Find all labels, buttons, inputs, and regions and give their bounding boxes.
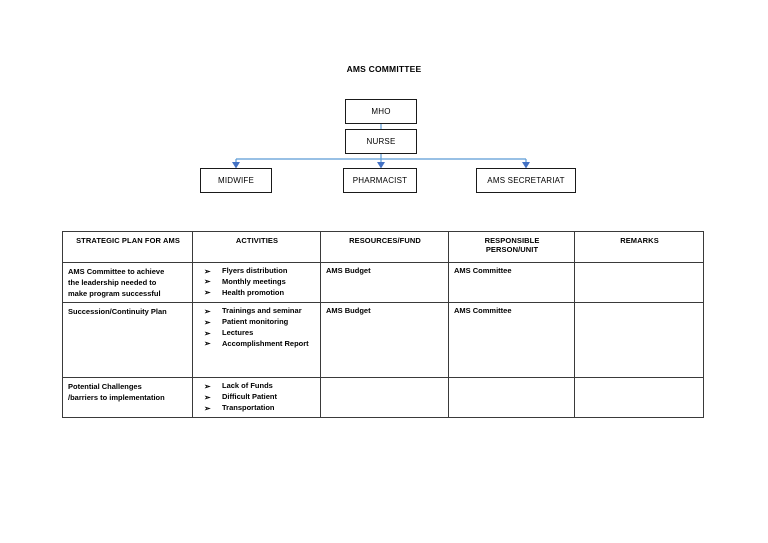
activity-label: Trainings and seminar (222, 306, 302, 316)
list-item: ➢ Transportation (200, 403, 316, 414)
activity-label: Health promotion (222, 287, 285, 297)
arrow-bullet-icon: ➢ (204, 306, 211, 316)
list-item: ➢ Monthly meetings (200, 277, 316, 288)
cell-strategic-plan: Potential Challenges/barriers to impleme… (62, 377, 193, 418)
arrow-bullet-icon: ➢ (204, 317, 211, 327)
strategic-plan-text: AMS Committee to achieve the leadership n… (68, 266, 188, 299)
cell-strategic-plan: AMS Committee to achieve the leadership n… (62, 261, 193, 304)
cell-responsible-person-unit (448, 377, 575, 418)
table-header-row: STRATEGIC PLAN FOR AMS ACTIVITIES RESOUR… (62, 231, 704, 263)
cell-responsible-person-unit: AMS Committee (448, 302, 575, 379)
column-header-responsible-person-unit: RESPONSIBLE PERSON/UNIT (448, 231, 575, 263)
cell-responsible-person-unit: AMS Committee (448, 261, 575, 304)
plan-line: make program successful (68, 289, 161, 299)
org-chart: AMS COMMITTEE MHO NURSE MIDWIFE PHARMACI… (0, 0, 768, 215)
list-item: ➢ Accomplishment Report (200, 339, 316, 350)
org-node-mho: MHO (345, 99, 417, 124)
list-item: ➢ Difficult Patient (200, 392, 316, 403)
activity-label: Flyers distribution (222, 266, 288, 275)
org-node-pharmacist: PHARMACIST (343, 168, 417, 193)
list-item: ➢ Health promotion (200, 288, 316, 299)
cell-resources-fund: AMS Budget (320, 261, 449, 304)
cell-remarks (574, 261, 704, 304)
column-header-remarks: REMARKS (574, 231, 704, 263)
org-node-midwife-label: MIDWIFE (217, 176, 255, 185)
org-node-nurse-label: NURSE (366, 137, 396, 146)
cell-responsible-person-unit-text: AMS Committee (454, 306, 512, 316)
activity-label: Transportation (222, 403, 275, 413)
activity-label: Accomplishment Report (222, 338, 309, 348)
cell-activities: ➢ Flyers distribution ➢ Monthly meetings ➢ He… (192, 261, 321, 304)
plan-line: the leadership needed to (68, 278, 157, 288)
arrowhead-secretariat-icon (522, 162, 530, 169)
cell-responsible-person-unit-text: AMS Committee (454, 266, 512, 275)
cell-resources-fund: AMS Budget (320, 302, 449, 379)
arrow-bullet-icon: ➢ (204, 328, 211, 338)
activity-label: Lack of Funds (222, 381, 273, 391)
column-header-resources-fund: RESOURCES/FUND (320, 231, 449, 263)
cell-activities: ➢ Lack of Funds ➢ Difficult Patient ➢ Transpo… (192, 377, 321, 418)
cell-activities: ➢ Trainings and seminar ➢ Patient monitorin… (192, 302, 321, 379)
cell-resources-fund-text: AMS Budget (326, 266, 371, 275)
responsible-header-line-1: RESPONSIBLE (484, 236, 540, 245)
org-node-ams-secretariat: AMS SECRETARIAT (476, 168, 576, 193)
arrowhead-midwife-icon (232, 162, 240, 169)
org-node-ams-secretariat-label: AMS SECRETARIAT (487, 176, 565, 185)
plan-line: Potential Challenges (68, 382, 142, 392)
activity-label: Patient monitoring (222, 317, 289, 327)
arrow-bullet-icon: ➢ (204, 288, 211, 298)
activity-label: Lectures (222, 328, 254, 338)
list-item: ➢ Lack of Funds (200, 381, 316, 392)
org-node-midwife: MIDWIFE (200, 168, 272, 193)
activity-label: Monthly meetings (222, 276, 286, 286)
list-item: ➢ Flyers distribution (200, 266, 316, 277)
cell-remarks (574, 377, 704, 418)
activity-label: Difficult Patient (222, 392, 278, 402)
arrow-bullet-icon: ➢ (204, 339, 211, 349)
cell-remarks (574, 302, 704, 379)
arrowhead-pharmacist-icon (377, 162, 385, 169)
responsible-header-line-2: PERSON/UNIT (485, 245, 539, 254)
cell-resources-fund (320, 377, 449, 418)
arrow-bullet-icon: ➢ (204, 277, 211, 287)
org-node-nurse: NURSE (345, 129, 417, 154)
cell-resources-fund-text: AMS Budget (326, 306, 371, 316)
activities-list: ➢ Trainings and seminar ➢ Patient monitorin… (198, 306, 316, 350)
table-body: AMS Committee to achieve the leadership n… (62, 261, 704, 418)
column-header-activities: ACTIVITIES (192, 231, 321, 263)
table-row: Potential Challenges/barriers to impleme… (62, 377, 704, 418)
list-item: ➢ Patient monitoring (200, 317, 316, 328)
activities-list: ➢ Flyers distribution ➢ Monthly meetings ➢ He… (198, 266, 316, 299)
plan-line: AMS Committee to achieve (68, 267, 165, 276)
strategic-plan-text: Potential Challenges/barriers to impleme… (68, 381, 188, 403)
table-row: AMS Committee to achieve the leadership n… (62, 261, 704, 304)
arrow-bullet-icon: ➢ (204, 381, 211, 391)
org-node-pharmacist-label: PHARMACIST (352, 176, 408, 185)
column-header-strategic-plan: STRATEGIC PLAN FOR AMS (62, 231, 193, 263)
arrow-bullet-icon: ➢ (204, 392, 211, 402)
cell-strategic-plan: Succession/Continuity Plan (62, 302, 193, 379)
plan-line: /barriers to implementation (68, 393, 165, 403)
activities-list: ➢ Lack of Funds ➢ Difficult Patient ➢ Transpo… (198, 381, 316, 414)
strategic-plan-table: STRATEGIC PLAN FOR AMS ACTIVITIES RESOUR… (62, 231, 704, 418)
table-row: Succession/Continuity Plan ➢ Trainings and… (62, 302, 704, 379)
list-item: ➢ Lectures (200, 328, 316, 339)
org-node-mho-label: MHO (371, 107, 391, 116)
list-item: ➢ Trainings and seminar (200, 306, 316, 317)
arrow-bullet-icon: ➢ (204, 403, 211, 413)
plan-line: Succession/Continuity Plan (68, 307, 167, 317)
strategic-plan-text: Succession/Continuity Plan (68, 306, 188, 317)
chart-title: AMS COMMITTEE (346, 64, 422, 74)
arrow-bullet-icon: ➢ (204, 266, 211, 276)
org-chart-connectors (232, 124, 530, 169)
